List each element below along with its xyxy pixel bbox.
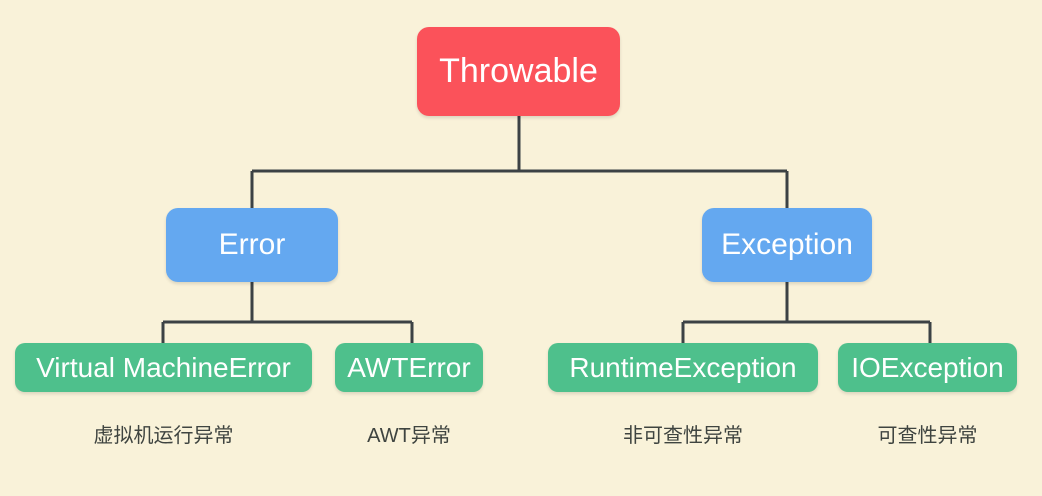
caption-runtime-exception: 非可查性异常 (623, 425, 743, 447)
node-runtime-exception: RuntimeException (548, 343, 818, 392)
node-exception: Exception (702, 208, 872, 282)
node-io-exception: IOException (838, 343, 1017, 392)
node-awt-error: AWTError (335, 343, 483, 392)
caption-virtual-machine-error: 虚拟机运行异常 (93, 425, 234, 447)
caption-io-exception: 可查性异常 (877, 425, 978, 447)
caption-awt-error: AWT异常 (367, 425, 451, 447)
node-error: Error (166, 208, 338, 282)
node-throwable: Throwable (417, 27, 620, 116)
node-virtual-machine-error: Virtual MachineError (15, 343, 312, 392)
